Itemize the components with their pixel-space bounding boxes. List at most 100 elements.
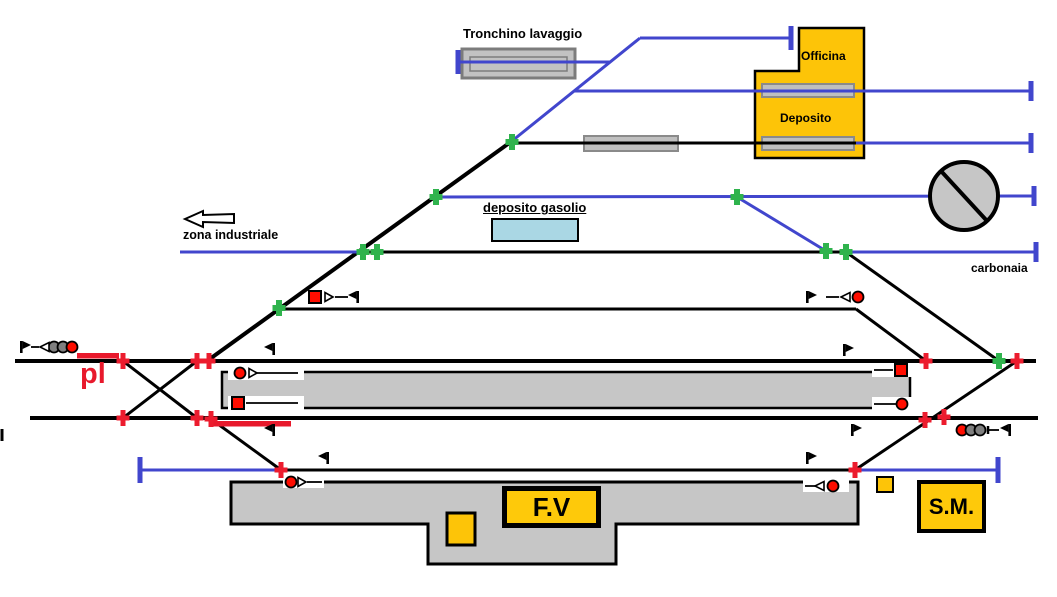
switch-marker-red-h [919, 358, 933, 364]
shunt-flag-icon-pole [806, 291, 809, 303]
shunt-flag-icon [806, 291, 817, 303]
signal-pointer [38, 341, 50, 353]
switch-marker-green [505, 134, 519, 150]
tronchino-lavaggio-label: Tronchino lavaggio [463, 26, 583, 41]
shunt-flag-icon-pole [806, 452, 809, 464]
zona-industriale-label: zona industriale [183, 228, 279, 242]
officina-label: Officina [801, 49, 846, 63]
shunt-flag-icon-pennant [318, 452, 327, 460]
shunt-flag-icon-pennant [808, 291, 817, 299]
switch-marker-red-h [937, 414, 951, 420]
shunt-flag-icon-pennant [808, 452, 817, 460]
shunt-flag-icon-pennant [845, 344, 854, 352]
switch-marker-red-h [848, 467, 862, 473]
switch-marker-red [848, 462, 862, 478]
shunt-flag-icon-pole [272, 424, 275, 436]
signal-lamp-red [65, 340, 79, 354]
south-siding-west-diagonal [210, 417, 282, 472]
switch-marker-green-h [839, 249, 853, 255]
switch-marker-red [918, 412, 932, 428]
signal-pointer [297, 476, 308, 488]
signal-lamp-red [233, 366, 247, 380]
turntable-branch-diagonal [736, 195, 827, 253]
shunt-flag-icon [264, 424, 275, 436]
switch-marker-green [730, 189, 744, 205]
switch-marker-red-h [190, 358, 204, 364]
shunt-flag-icon [264, 343, 275, 355]
shunt-flag-icon-pennant [22, 341, 31, 349]
switch-marker-green [819, 243, 833, 259]
siding-1-east-diagonal [855, 307, 927, 363]
switch-marker-red-h [274, 467, 288, 473]
switch-marker-red-h [918, 417, 932, 423]
switch-marker-red [190, 353, 204, 369]
signal-pointer [248, 367, 259, 379]
switch-marker-green-h [505, 139, 519, 145]
switch-marker-red [202, 353, 216, 369]
goods-shed-sign-text: S.M. [928, 493, 975, 519]
shunt-flag-icon [843, 344, 854, 356]
crossover-asc [122, 359, 198, 420]
switch-marker-green [992, 353, 1006, 369]
shunt-signal-square [894, 363, 908, 377]
station-building-sign: F.V [502, 486, 601, 528]
switch-marker-red [190, 410, 204, 426]
deposito-label: Deposito [780, 111, 832, 125]
switch-marker-green [429, 189, 443, 205]
fuel-depot-box [491, 218, 579, 242]
switch-marker-green-h [356, 249, 370, 255]
small-building [445, 511, 477, 547]
shunt-flag-icon [348, 291, 359, 303]
south-siding-east-diagonal [854, 359, 1018, 472]
shunt-flag-icon-pole [356, 291, 359, 303]
switch-marker-red-h [202, 358, 216, 364]
switch-marker-green-h [370, 249, 384, 255]
signal-pointer [839, 291, 851, 303]
signal-pointer [324, 291, 335, 303]
goods-east-diagonal [845, 250, 1000, 363]
switch-marker-red-h [204, 416, 218, 422]
shunt-flag-icon-pole [20, 341, 23, 353]
switch-marker-red [116, 410, 130, 426]
shunt-flag-icon [851, 424, 862, 436]
switch-marker-red [919, 353, 933, 369]
signal-lamp-red [851, 290, 865, 304]
shunt-flag-icon-pole [851, 424, 854, 436]
signal-lamp-red [895, 397, 909, 411]
shunt-flag-icon [318, 452, 329, 464]
shunt-flag-icon-pole [1008, 424, 1011, 436]
station-building-sign-text: F.V [532, 491, 571, 522]
carbonaia-label: carbonaia [971, 261, 1028, 275]
shunt-flag-icon-pole [843, 344, 846, 356]
switch-marker-red-h [1010, 358, 1024, 364]
switch-marker-green-h [819, 248, 833, 254]
shunt-signal-square [308, 290, 322, 304]
level-crossing-bar-south [211, 421, 291, 427]
signal-pointer [813, 480, 825, 492]
switch-marker-red [274, 462, 288, 478]
switch-marker-green [356, 244, 370, 260]
shunt-flag-icon-pennant [264, 424, 273, 432]
turntable-bridge [939, 169, 990, 224]
shunt-flag-icon [1000, 424, 1011, 436]
switch-marker-red-h [116, 415, 130, 421]
switch-marker-green [839, 244, 853, 260]
switch-marker-red [1010, 353, 1024, 369]
shunt-flag-icon [806, 452, 817, 464]
level-crossing-bar-north [77, 353, 119, 359]
switch-marker-red-h [190, 415, 204, 421]
shunt-flag-icon-pole [272, 343, 275, 355]
signal-lamp-red [284, 475, 298, 489]
shunt-flag-icon-pennant [264, 343, 273, 351]
wash-track-box-inner [469, 56, 568, 72]
goods-shed-sign: S.M. [917, 480, 986, 533]
shunt-flag-icon-pennant [1000, 424, 1009, 432]
switch-marker-green [272, 300, 286, 316]
signal-lamp-gray [973, 423, 987, 437]
signal-lamp-red [826, 479, 840, 493]
switch-marker-green-h [429, 194, 443, 200]
island-platform [220, 370, 912, 410]
switch-marker-red-h [116, 358, 130, 364]
shunt-flag-icon-pennant [348, 291, 357, 299]
